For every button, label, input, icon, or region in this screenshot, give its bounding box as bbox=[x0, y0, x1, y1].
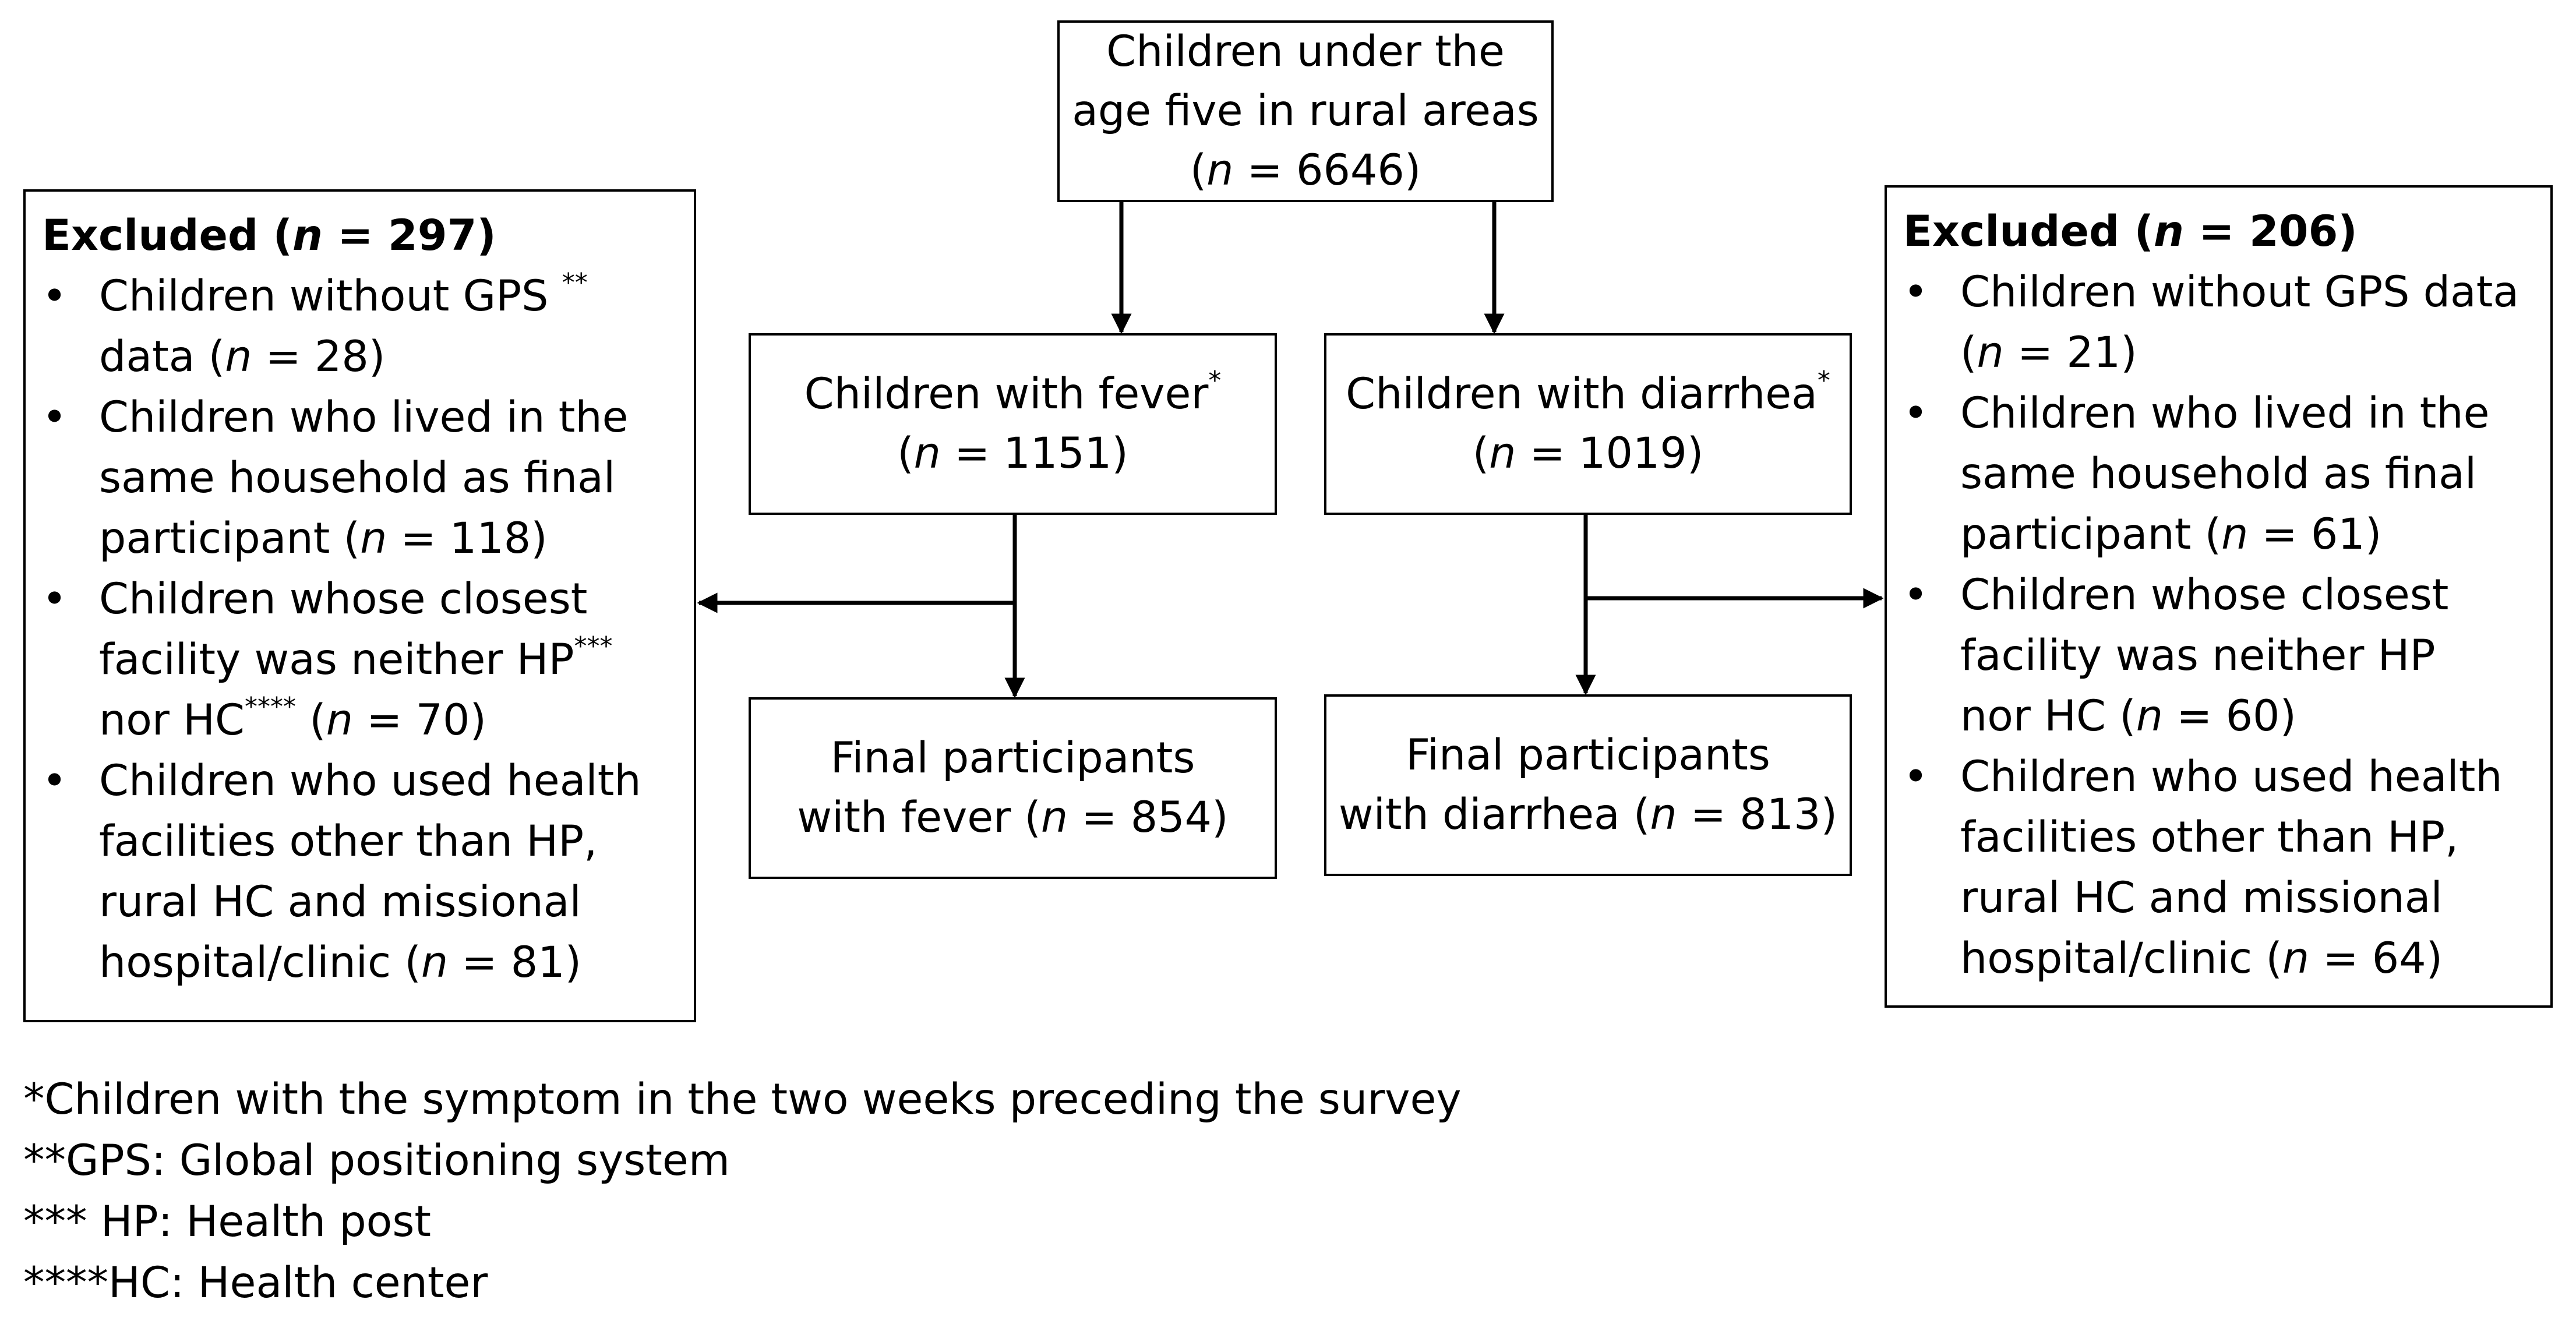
list-item: Children who used health facilities othe… bbox=[1903, 747, 2550, 989]
excluded-right-title: Excluded (n = 206) bbox=[1903, 207, 2358, 256]
excluded-left-n: 297 bbox=[388, 211, 477, 260]
top-box: Children under the age five in rural are… bbox=[1057, 20, 1554, 202]
fever-sup: * bbox=[1208, 365, 1222, 396]
final-diarrhea-line2: with diarrhea bbox=[1338, 790, 1620, 839]
final-fever-line1: Final participants bbox=[830, 733, 1195, 783]
list-item: Children who lived in the same household… bbox=[1903, 383, 2550, 565]
list-item: Children whose closest facility was neit… bbox=[1903, 565, 2550, 747]
excluded-left-box: Excluded (n = 297) Children without GPS … bbox=[23, 189, 696, 1022]
top-line1: Children under the bbox=[1106, 27, 1505, 76]
excluded-right-list: Children without GPS data (n = 21) Child… bbox=[1903, 262, 2550, 989]
diarrhea-label: Children with diarrhea bbox=[1346, 369, 1818, 419]
top-line2: age five in rural areas bbox=[1072, 86, 1539, 136]
excluded-right-n: 206 bbox=[2249, 207, 2338, 256]
footnote: *Children with the symptom in the two we… bbox=[23, 1075, 1462, 1124]
footnote: *** HP: Health post bbox=[23, 1197, 431, 1247]
fever-box: Children with fever* (n = 1151) bbox=[749, 333, 1277, 515]
list-item: Children without GPS ** data (n = 28) bbox=[42, 266, 694, 387]
excluded-left-title: Excluded (n = 297) bbox=[42, 211, 496, 260]
final-fever-n: 854 bbox=[1130, 793, 1212, 842]
list-item: Children who used health facilities othe… bbox=[42, 751, 694, 993]
excluded-right-box: Excluded (n = 206) Children without GPS … bbox=[1885, 185, 2553, 1008]
footnote: ****HC: Health center bbox=[23, 1258, 488, 1308]
final-fever-line2: with fever bbox=[797, 793, 1011, 842]
footnote: **GPS: Global positioning system bbox=[23, 1136, 730, 1185]
footnotes: *Children with the symptom in the two we… bbox=[23, 1069, 1462, 1314]
diarrhea-n: 1019 bbox=[1579, 429, 1687, 478]
fever-label: Children with fever bbox=[804, 369, 1209, 419]
final-diarrhea-n: 813 bbox=[1739, 790, 1821, 839]
final-diarrhea-box: Final participants with diarrhea (n = 81… bbox=[1324, 694, 1852, 876]
excluded-left-list: Children without GPS ** data (n = 28) Ch… bbox=[42, 266, 694, 993]
list-item: Children without GPS data (n = 21) bbox=[1903, 262, 2550, 383]
diarrhea-box: Children with diarrhea* (n = 1019) bbox=[1324, 333, 1852, 515]
final-diarrhea-line1: Final participants bbox=[1406, 730, 1770, 780]
final-fever-box: Final participants with fever (n = 854) bbox=[749, 697, 1277, 879]
fever-n: 1151 bbox=[1003, 429, 1112, 478]
diarrhea-sup: * bbox=[1817, 365, 1830, 396]
list-item: Children whose closest facility was neit… bbox=[42, 569, 694, 751]
list-item: Children who lived in the same household… bbox=[42, 387, 694, 569]
top-n: 6646 bbox=[1296, 146, 1405, 195]
